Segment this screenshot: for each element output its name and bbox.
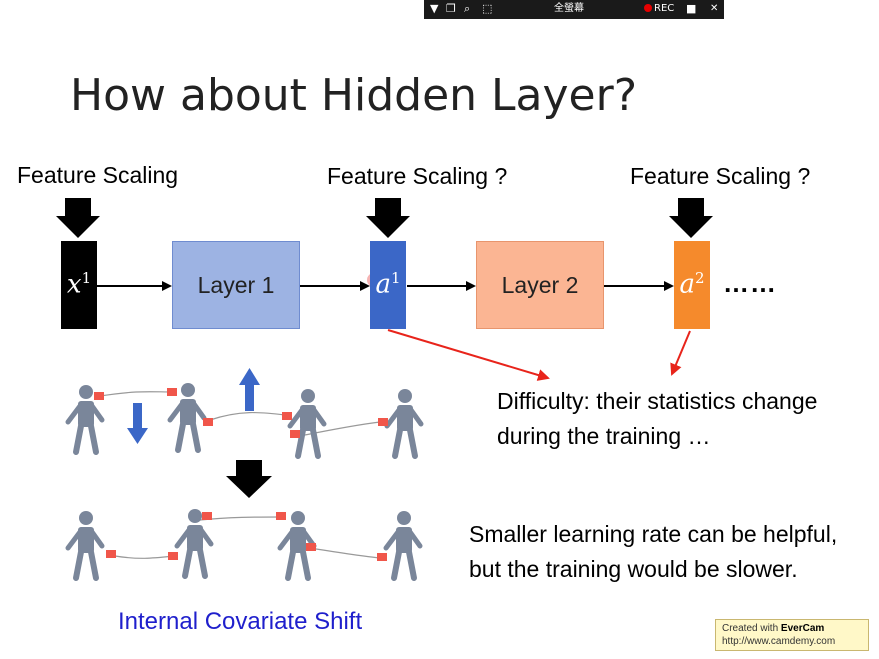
red-arrow-a1 <box>387 329 550 381</box>
feature-scaling-label-a1: Feature Scaling ? <box>327 163 508 189</box>
watermark-prefix: Created with <box>722 623 781 634</box>
zoom-icon[interactable]: ⌕ <box>464 2 471 15</box>
figures-top-row <box>68 383 421 456</box>
close-button[interactable]: ✕ <box>710 3 719 14</box>
smaller-learning-rate-text: Smaller learning rate can be helpful, bu… <box>469 521 838 582</box>
layer-2-box: Layer 2 <box>476 241 604 329</box>
down-arrow-a1 <box>366 198 410 238</box>
down-arrow-input <box>56 198 100 238</box>
feature-scaling-label-a2: Feature Scaling ? <box>630 163 811 189</box>
feature-scaling-label-input: Feature Scaling <box>17 162 179 188</box>
figures-bottom-row <box>68 509 420 578</box>
ellipsis: …… <box>723 268 777 298</box>
difficulty-text: Difficulty: their statistics change duri… <box>497 388 818 449</box>
blue-up-arrow <box>239 368 260 411</box>
down-arrow-a2 <box>669 198 713 238</box>
fullscreen-button[interactable]: 全螢幕 <box>554 3 584 14</box>
slide-title: How about Hidden Layer? <box>70 70 638 121</box>
vector-x1-label: x1 <box>66 269 92 300</box>
window-icon[interactable]: ❐ <box>446 2 456 15</box>
vector-a2: a2 <box>674 241 710 329</box>
record-dot-icon <box>644 4 652 12</box>
vector-a1: a1 <box>370 241 406 329</box>
record-button[interactable]: REC <box>644 2 674 16</box>
vector-a1-label: a1 <box>375 269 401 300</box>
watermark-brand: EverCam <box>780 623 825 634</box>
record-label: REC <box>654 3 675 14</box>
watermark-url: http://www.camdemy.com <box>722 636 836 647</box>
region-icon[interactable]: ⬚ <box>482 2 493 15</box>
dropdown-arrow-icon[interactable]: ▼ <box>430 2 439 15</box>
recorder-toolbar: ▼ ❐ ⌕ ⬚ 全螢幕 REC ■ ✕ <box>424 0 724 19</box>
internal-covariate-shift-label: Internal Covariate Shift <box>118 608 363 635</box>
evercam-watermark: Created with EverCam http://www.camdemy.… <box>715 619 869 651</box>
vector-x1: x1 <box>61 241 97 329</box>
layer-1-box: Layer 1 <box>172 241 300 329</box>
vector-a2-label: a2 <box>679 269 705 300</box>
blue-down-arrow <box>127 403 148 444</box>
camera-icon[interactable]: ■ <box>686 2 697 15</box>
red-arrow-a2 <box>670 330 691 376</box>
big-down-arrow <box>226 460 272 498</box>
